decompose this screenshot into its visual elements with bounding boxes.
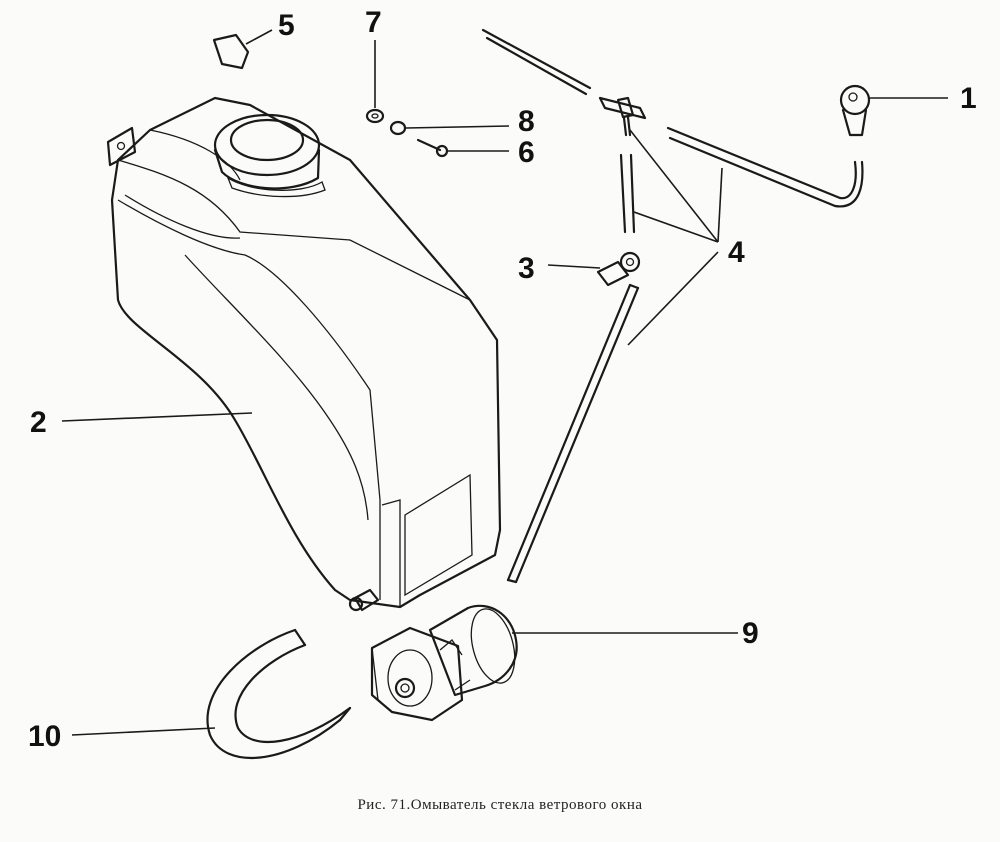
- washer-part-7: [365, 108, 385, 124]
- callout-8: 8: [518, 105, 535, 138]
- callout-1: 1: [960, 82, 977, 115]
- callout-6: 6: [518, 136, 535, 169]
- washer-reservoir: [106, 96, 502, 612]
- figure-caption: Рис. 71.Омыватель стекла ветрового окна: [357, 797, 643, 813]
- ring-part-8: [389, 120, 407, 136]
- plug-part: [212, 33, 250, 70]
- callout-4: 4: [728, 236, 745, 269]
- tube-segments: [481, 28, 864, 234]
- washer-pump: [370, 604, 518, 722]
- callout-2: 2: [30, 406, 47, 439]
- screw-part-6: [416, 138, 449, 158]
- washer-nozzle: [839, 84, 871, 137]
- callout-5: 5: [278, 9, 295, 42]
- pressure-hose: [506, 283, 640, 584]
- callout-3: 3: [518, 252, 535, 285]
- leader-lines: [61, 29, 948, 736]
- callout-7: 7: [365, 6, 382, 39]
- callout-9: 9: [742, 617, 759, 650]
- tee-connector: [598, 96, 647, 137]
- washer-jet: [596, 251, 641, 287]
- suction-hose: [206, 628, 352, 760]
- callout-10: 10: [28, 720, 61, 753]
